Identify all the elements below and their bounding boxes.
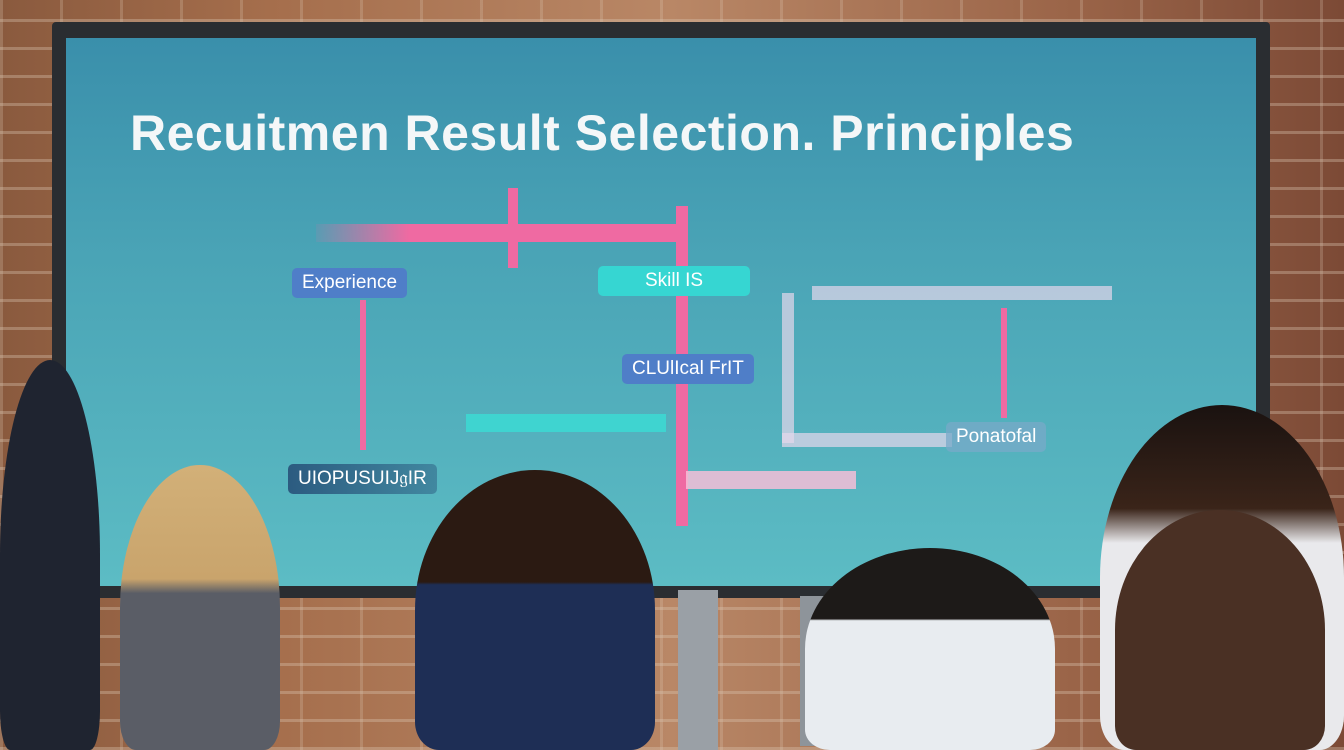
- person-left: [0, 360, 100, 750]
- label-experience: Experience: [292, 268, 408, 298]
- label-potential: Ponatofal: [946, 422, 1047, 452]
- person-right-front: [1115, 510, 1325, 750]
- arrow-experience-down: [360, 300, 366, 450]
- connector-right: [782, 293, 794, 443]
- arrow-vertical-top: [508, 188, 518, 268]
- tv-stand: [678, 590, 718, 750]
- connector-bottom: [686, 471, 856, 489]
- arrow-horizontal-top: [316, 224, 688, 242]
- connector-teal: [466, 414, 666, 432]
- slide-title: Recuitmen Result Selection. Principles: [130, 105, 1075, 161]
- person-blonde: [120, 465, 280, 750]
- tv-screen: Recuitmen Result Selection. Principles E…: [66, 38, 1256, 586]
- label-skills: Skill IS: [598, 266, 750, 296]
- connector-top-right: [812, 286, 1112, 300]
- connector-bottom-right: [782, 433, 952, 447]
- person-short-hair: [805, 548, 1055, 750]
- person-center-curly: [415, 470, 655, 750]
- arrow-potential-down: [1001, 308, 1007, 418]
- label-cultural-fit: CLUlIcal FrIT: [622, 354, 754, 384]
- label-bottom-left: UIOPUSUIJ𝔤IR: [288, 464, 437, 494]
